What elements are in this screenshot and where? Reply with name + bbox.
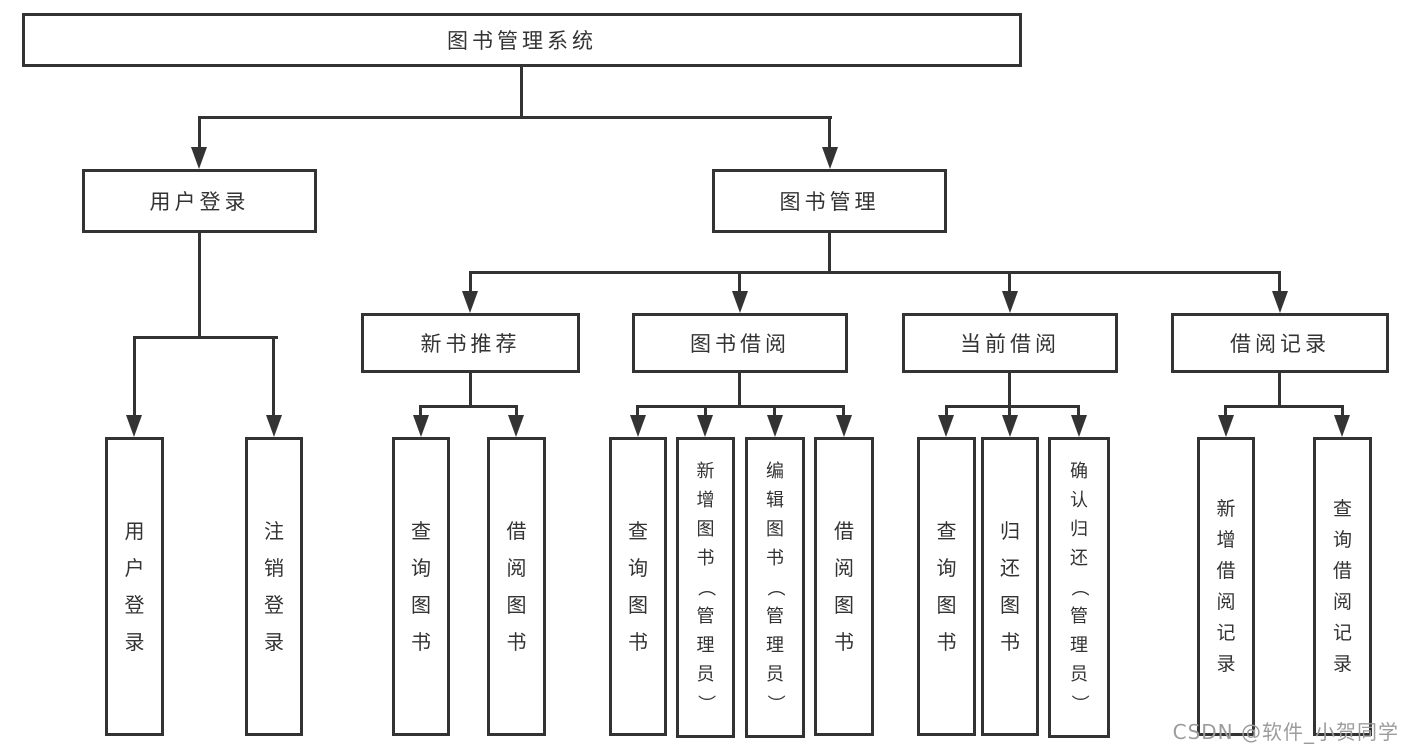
connector-level3-hline xyxy=(469,271,1281,274)
connector-groupB-stub xyxy=(738,373,741,408)
node-book-mgmt-label: 图书管理 xyxy=(779,190,880,214)
node-root-label: 图书管理系统 xyxy=(447,29,597,53)
leaf-edit-book-admin: 编辑图书（管理员） xyxy=(745,437,805,738)
connector-stem-user-login xyxy=(198,118,201,150)
connector-groupD-hline xyxy=(1224,405,1344,408)
arrowhead-groupB-4 xyxy=(836,415,852,437)
connector-groupD-stub xyxy=(1278,373,1281,408)
connector-groupC-stem3 xyxy=(1077,407,1080,416)
connector-book-mgmt-stub xyxy=(828,233,831,274)
connector-groupD-stem1 xyxy=(1224,407,1227,416)
connector-stem-current-borrow xyxy=(1008,273,1011,294)
leaf-query-borrow-record: 查询借阅记录 xyxy=(1313,437,1372,736)
node-new-book-rec-label: 新书推荐 xyxy=(420,332,521,356)
connector-groupD-stem2 xyxy=(1341,407,1344,416)
connector-groupA-stub xyxy=(469,373,472,408)
arrowhead-groupB-2 xyxy=(697,415,713,437)
connector-groupB-stem4 xyxy=(842,407,845,416)
arrowhead-leaf-logout xyxy=(266,415,282,437)
node-current-borrow-label: 当前借阅 xyxy=(960,332,1060,356)
arrowhead-groupD-2 xyxy=(1334,415,1350,437)
connector-root-stub xyxy=(520,67,523,119)
leaf-return-book: 归还图书 xyxy=(981,437,1039,736)
arrowhead-borrow-records xyxy=(1272,291,1288,313)
connector-groupA-stem1 xyxy=(419,407,422,416)
node-root: 图书管理系统 xyxy=(22,13,1022,67)
arrowhead-groupA-1 xyxy=(413,415,429,437)
connector-stem-leaf-logout xyxy=(272,338,275,416)
leaf-borrow-books-1: 借阅图书 xyxy=(487,437,546,736)
connector-stem-leaf-login xyxy=(133,338,136,416)
connector-groupB-hline xyxy=(636,405,845,408)
leaf-query-books-3: 查询图书 xyxy=(917,437,976,736)
connector-groupC-stem2 xyxy=(1008,407,1011,416)
arrowhead-new-book xyxy=(462,291,478,313)
connector-groupC-stub xyxy=(1008,373,1011,408)
node-user-login: 用户登录 xyxy=(82,169,317,233)
arrowhead-current-borrow xyxy=(1002,291,1018,313)
node-borrow-records: 借阅记录 xyxy=(1171,313,1389,373)
connector-user-login-hline xyxy=(133,336,278,339)
leaf-query-books-1: 查询图书 xyxy=(392,437,450,736)
arrowhead-groupC-1 xyxy=(938,415,954,437)
leaf-confirm-return-admin: 确认归还（管理员） xyxy=(1048,437,1110,738)
leaf-borrow-books-2: 借阅图书 xyxy=(814,437,874,736)
connector-groupA-hline xyxy=(419,405,518,408)
node-book-borrow: 图书借阅 xyxy=(632,313,848,373)
node-user-login-label: 用户登录 xyxy=(149,190,250,214)
connector-groupB-stem3 xyxy=(773,407,776,416)
arrowhead-book-borrow xyxy=(732,291,748,313)
connector-groupB-stem2 xyxy=(704,407,707,416)
arrowhead-groupC-3 xyxy=(1071,415,1087,437)
arrowhead-groupB-1 xyxy=(630,415,646,437)
node-current-borrow: 当前借阅 xyxy=(902,313,1118,373)
arrowhead-book-mgmt xyxy=(822,147,838,169)
arrowhead-groupA-2 xyxy=(508,415,524,437)
leaf-logout: 注销登录 xyxy=(245,437,303,736)
node-new-book-rec: 新书推荐 xyxy=(361,313,580,373)
leaf-add-book-admin: 新增图书（管理员） xyxy=(676,437,735,738)
connector-stem-book-mgmt xyxy=(828,118,831,150)
connector-groupA-stem2 xyxy=(515,407,518,416)
connector-stem-new-book xyxy=(469,273,472,294)
connector-groupC-stem1 xyxy=(945,407,948,416)
connector-stem-book-borrow xyxy=(738,273,741,294)
arrowhead-groupB-3 xyxy=(767,415,783,437)
connector-level1-hline xyxy=(198,116,832,119)
connector-stem-borrow-records xyxy=(1278,273,1281,294)
leaf-add-borrow-record: 新增借阅记录 xyxy=(1197,437,1255,736)
arrowhead-groupC-2 xyxy=(1002,415,1018,437)
arrowhead-groupD-1 xyxy=(1218,415,1234,437)
leaf-user-login: 用户登录 xyxy=(105,437,164,736)
node-book-mgmt: 图书管理 xyxy=(712,169,947,233)
arrowhead-leaf-login xyxy=(126,415,142,437)
watermark: CSDN @软件_小贺同学 xyxy=(1172,720,1399,744)
arrowhead-user-login xyxy=(191,147,207,169)
connector-user-login-stub xyxy=(198,233,201,339)
connector-groupB-stem1 xyxy=(636,407,639,416)
node-book-borrow-label: 图书借阅 xyxy=(690,332,790,356)
leaf-query-books-2: 查询图书 xyxy=(609,437,667,736)
connector-groupC-hline xyxy=(945,405,1080,408)
node-borrow-records-label: 借阅记录 xyxy=(1230,332,1330,356)
